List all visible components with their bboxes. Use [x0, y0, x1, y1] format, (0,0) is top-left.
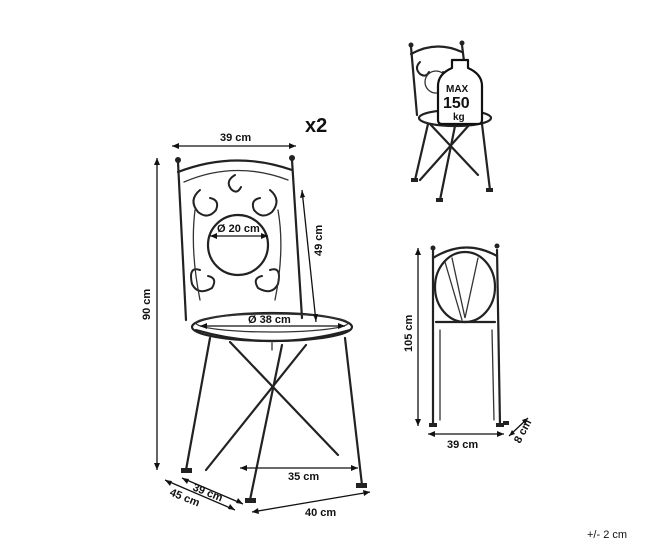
dim-base-width: 40 cm	[305, 507, 336, 519]
dim-folded-depth: 8 cm	[512, 417, 534, 445]
dim-backrest-height: 49 cm	[313, 225, 325, 256]
max-unit: kg	[453, 112, 465, 123]
folded-chair-drawing	[429, 243, 509, 427]
max-value: 150	[443, 95, 470, 112]
load-chair-drawing	[408, 40, 493, 202]
dim-width-top: 39 cm	[220, 132, 251, 144]
dim-total-height: 90 cm	[141, 289, 153, 320]
weight-bottle-icon	[436, 58, 484, 126]
dim-folded-width: 39 cm	[447, 439, 478, 451]
dim-front-leg-span: 35 cm	[288, 471, 319, 483]
dim-backrest-circle: Ø 20 cm	[217, 223, 260, 235]
main-chair-drawing	[175, 155, 367, 503]
dim-seat-diameter: Ø 38 cm	[248, 314, 291, 326]
max-label: MAX	[446, 84, 469, 95]
quantity-label: x2	[305, 115, 327, 137]
dim-folded-height: 105 cm	[403, 314, 415, 352]
tolerance-note: +/- 2 cm	[587, 529, 627, 541]
